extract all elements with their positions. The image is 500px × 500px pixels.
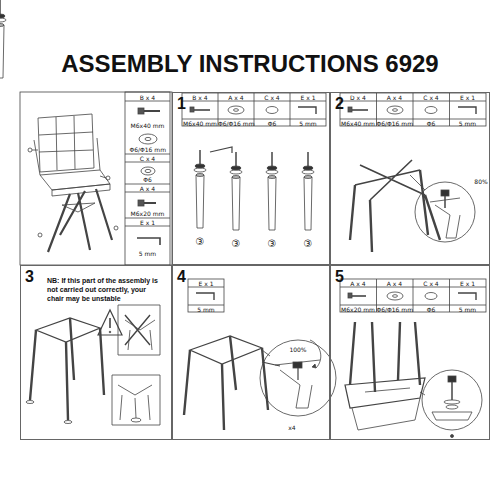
part-label: Φ6	[413, 306, 449, 313]
step-number: 4	[177, 268, 189, 286]
callout-number: ③	[218, 238, 254, 249]
step2-illustration	[340, 93, 486, 252]
part-label: E x 1	[450, 280, 486, 287]
step-number: 1	[177, 95, 189, 113]
step1-illustration	[0, 0, 326, 230]
part-label: Φ6/Φ16 mm	[377, 120, 413, 127]
part-label: A x 4	[218, 94, 254, 101]
part-label: M6x20 mm	[340, 306, 376, 313]
part-label: Φ6	[130, 176, 166, 183]
part-label: C x 4	[413, 280, 449, 287]
callout-number: ③	[290, 238, 326, 249]
chair-sketch	[28, 114, 118, 252]
callout-number: ③	[254, 238, 290, 249]
part-label: B x 4	[130, 94, 166, 101]
part-label: M6x20 mm	[130, 210, 166, 217]
part-label: x4	[274, 424, 310, 431]
part-label: Φ6/Φ16 mm	[218, 120, 254, 127]
part-label: 5 mm	[450, 120, 486, 127]
callout-number: ③	[182, 236, 218, 247]
part-label: E x 1	[188, 280, 224, 287]
page-title: ASSEMBLY INSTRUCTIONS 6929	[0, 50, 500, 78]
part-label: 5 mm	[450, 306, 486, 313]
part-label: C x 4	[413, 94, 449, 101]
part-label: C x 4	[254, 94, 290, 101]
parts-sidebar	[125, 92, 170, 265]
step-number: 2	[335, 95, 347, 113]
step-panel: 3 NB: If this part of the assembly is not…	[20, 265, 172, 440]
part-label: Φ6	[254, 120, 290, 127]
part-label: 5 mm	[188, 306, 224, 313]
step4-illustration	[184, 279, 336, 430]
step3-illustration	[26, 305, 160, 425]
part-label: C x 4	[130, 155, 166, 162]
part-label: E x 1	[290, 94, 326, 101]
part-label: 5 mm	[290, 120, 326, 127]
part-label: M6x40 mm	[340, 120, 376, 127]
part-label: M6x40 mm	[130, 122, 166, 129]
warning-note: NB: If this part of the assembly is not …	[47, 276, 162, 303]
step-panel: 2	[330, 92, 490, 265]
part-label: A x 4	[130, 185, 166, 192]
part-label: A x 4	[340, 280, 376, 287]
part-label: A x 4	[377, 280, 413, 287]
part-label: Φ6/Φ16 mm	[130, 146, 166, 153]
parts-panel	[20, 92, 172, 265]
part-label: Φ6/Φ16 mm	[377, 306, 413, 313]
part-label: M6x40 mm	[182, 120, 218, 127]
part-label: 5 mm	[130, 250, 166, 257]
part-label: E x 1	[130, 219, 166, 226]
part-label: Φ6	[413, 120, 449, 127]
part-label: E x 1	[450, 94, 486, 101]
part-label: B x 4	[182, 94, 218, 101]
part-label: 100%	[280, 346, 316, 353]
step-number: 5	[335, 268, 347, 286]
part-label: A x 4	[377, 94, 413, 101]
step-panel: 5	[330, 265, 490, 440]
step-number: 3	[25, 268, 37, 286]
part-label: 80%	[463, 178, 499, 185]
step5-illustration	[340, 279, 486, 438]
part-label: D x 4	[340, 94, 376, 101]
